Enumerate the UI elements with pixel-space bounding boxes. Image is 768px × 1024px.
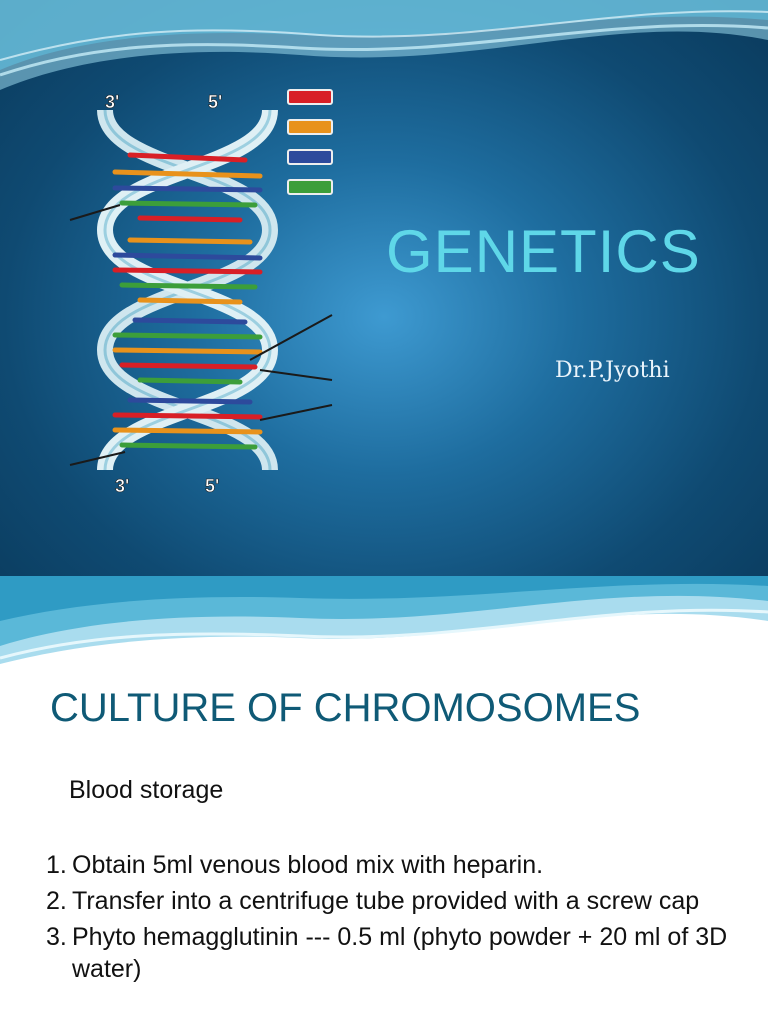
legend-swatch-blue (287, 149, 333, 165)
slide-title: GENETICS (386, 218, 701, 285)
list-item-number: 1. (46, 851, 67, 879)
list-item: 3. Phyto hemagglutinin --- 0.5 ml (phyto… (46, 921, 736, 985)
dna-helix-illustration: 3' 5' 3' 5' (69, 89, 333, 496)
list-item-number: 2. (46, 887, 67, 915)
slide-heading: CULTURE OF CHROMOSOMES (50, 686, 641, 730)
legend-swatches (287, 89, 333, 195)
content-slide: CULTURE OF CHROMOSOMES Blood storage 1. … (0, 576, 768, 1024)
wave-decoration (0, 0, 768, 90)
legend-swatch-red (287, 89, 333, 105)
slide-body: Blood storage 1. Obtain 5ml venous blood… (46, 774, 736, 989)
title-slide: 3' 5' 3' 5' GENETICS Dr.P.Jyothi (0, 0, 768, 576)
helix-label-bottom-left: 3' (115, 476, 129, 496)
wave-decoration (0, 576, 768, 664)
list-item-number: 3. (46, 923, 67, 951)
helix-label-bottom-right: 5' (205, 476, 219, 496)
legend-swatch-green (287, 179, 333, 195)
author-name: Dr.P.Jyothi (555, 358, 670, 383)
list-item-text: Phyto hemagglutinin --- 0.5 ml (phyto po… (72, 923, 728, 983)
list-item: 1. Obtain 5ml venous blood mix with hepa… (46, 849, 736, 881)
list-item-text: Transfer into a centrifuge tube provided… (72, 887, 700, 915)
legend-swatch-orange (287, 119, 333, 135)
helix-label-top-right: 5' (208, 92, 222, 112)
list-item-text: Obtain 5ml venous blood mix with heparin… (72, 851, 544, 879)
helix-label-top-left: 3' (105, 92, 119, 112)
subheading: Blood storage (69, 776, 224, 804)
list-item: 2. Transfer into a centrifuge tube provi… (46, 885, 736, 917)
